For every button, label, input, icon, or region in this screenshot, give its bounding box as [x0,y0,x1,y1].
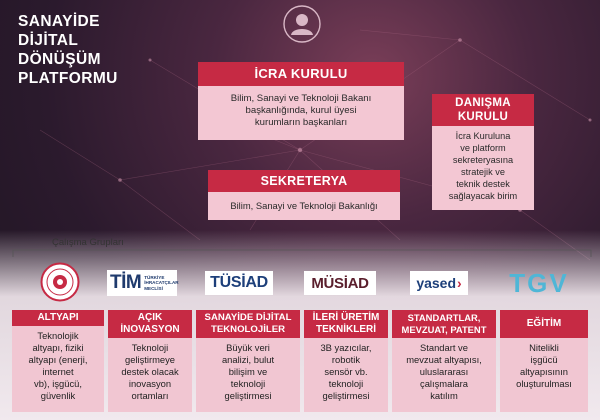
group-card-title: STANDARTLAR, MEVZUAT, PATENT [392,310,496,338]
danisma-kurulu-header: DANIŞMA KURULU [432,94,534,126]
title-line: SANAYİDE [18,13,100,30]
desc-line: Standart ve [420,342,468,353]
desc-line: bilişim ve [228,366,268,377]
desc-line: geliştirmesi [322,390,370,401]
group-card-description: Teknoloji geliştirmeye destek olacak ino… [108,338,192,412]
desc-line: İcra Kuruluna [455,131,511,141]
desc-line: başkanlığında, kurul üyesi [245,105,357,116]
desc-line: Bilim, Sanayi ve Teknoloji Bakanlığı [230,200,378,211]
desc-line: katılım [430,390,458,401]
desc-line: ortamları [131,390,169,401]
desc-line: Büyük veri [226,342,270,353]
danisma-title-line: DANIŞMA [455,97,511,109]
group-card-description: Büyük veri analizi, bulut bilişim ve tek… [196,338,300,412]
group-title-line: SANAYİDE DİJİTAL [204,312,292,323]
yased-logo: yased › [410,271,468,295]
group-title-line: EĞİTİM [526,318,562,329]
tgv-logo-text: TGV [509,267,569,298]
desc-line: sensör vb. [324,366,368,377]
desc-line: Bilim, Sanayi ve Teknoloji Bakanı [230,93,372,104]
sekreterya-title: SEKRETERYA [260,174,348,188]
desc-line: teknoloji [328,378,364,389]
tusiad-logo: TÜSİAD [205,271,273,295]
desc-line: sekreteryasına [452,155,514,165]
group-card-title: EĞİTİM [500,310,588,338]
desc-line: kurumların başkanları [254,117,348,128]
groups-bracket [12,249,592,257]
desc-line: altyapı, fiziki [32,342,84,353]
page-title: SANAYİDE DİJİTAL DÖNÜŞÜM PLATFORMU [18,12,118,88]
group-title-line: STANDARTLAR, [407,312,481,323]
desc-line: analizi, bulut [221,354,275,365]
chevron-right-icon: › [457,275,462,291]
desc-line: teknik destek [456,179,510,189]
tgv-logo: TGV [500,268,578,298]
desc-line: geliştirmesi [224,390,272,401]
desc-line: 3B yazıcılar, [320,342,372,353]
tobb-logo-icon [40,262,80,302]
group-title-line: İLERİ ÜRETİM [312,312,380,323]
yased-logo-text: yased [416,275,457,291]
desc-line: inovasyon [128,378,172,389]
group-title-line: İNOVASYON [120,324,180,335]
musiad-logo-text: MÜSİAD [311,274,369,292]
group-title-line: AÇIK [137,312,163,323]
tim-logo: TİM TÜRKİYE İHRACATÇILAR MECLİSİ [107,270,179,296]
icra-kurulu-title: İCRA KURULU [254,66,348,81]
tim-logo-text: TİM [110,272,142,293]
title-line: DİJİTAL [18,32,79,49]
desc-line: mevzuat altyapısı, [406,354,482,365]
tim-logo-subtitle: TÜRKİYE İHRACATÇILAR MECLİSİ [144,275,178,292]
desc-line: Nitelikli [529,342,559,353]
tim-sub-line: MECLİSİ [144,285,163,291]
sekreterya-description: Bilim, Sanayi ve Teknoloji Bakanlığı [208,192,400,220]
groups-label: Çalışma Grupları [52,237,124,248]
title-line: PLATFORMU [18,70,118,87]
desc-line: destek olacak [121,366,179,377]
group-card-description: Nitelikli işgücü altyapısının oluşturulm… [500,338,588,412]
desc-line: geliştirmeye [124,354,175,365]
group-title-line: ALTYAPI [37,312,79,323]
desc-line: stratejik ve [461,167,505,177]
title-line: DÖNÜŞÜM [18,51,101,68]
desc-line: ve platform [460,143,506,153]
desc-line: işgücü [530,354,558,365]
user-icon [283,5,321,43]
tim-sub-line: TÜRKİYE [144,274,165,280]
group-card-title: AÇIK İNOVASYON [108,310,192,338]
group-card-description: Standart ve mevzuat altyapısı, uluslarar… [392,338,496,412]
desc-line: sağlayacak birim [448,191,518,201]
group-title-line: MEVZUAT, PATENT [401,324,487,335]
desc-line: altyapı (enerji, [28,354,88,365]
group-card-title: İLERİ ÜRETİM TEKNİKLERİ [304,310,388,338]
group-title-line: TEKNİKLERİ [316,324,376,335]
group-card-description: Teknolojik altyapı, fiziki altyapı (ener… [12,326,104,412]
desc-line: çalışmalara [420,378,468,389]
desc-line: internet [42,366,74,377]
musiad-logo: MÜSİAD [304,271,376,295]
desc-line: Teknoloji [131,342,169,353]
desc-line: robotik [331,354,361,365]
icra-kurulu-description: Bilim, Sanayi ve Teknoloji Bakanı başkan… [198,86,404,140]
desc-line: uluslararası [419,366,469,377]
danisma-kurulu-description: İcra Kuruluna ve platform sekreteryasına… [432,126,534,210]
group-card-title: SANAYİDE DİJİTAL TEKNOLOJİLER [196,310,300,338]
group-card-description: 3B yazıcılar, robotik sensör vb. teknolo… [304,338,388,412]
danisma-title-line: KURULU [457,111,509,123]
desc-line: oluşturulması [516,378,572,389]
desc-line: Teknolojik [37,330,79,341]
desc-line: güvenlik [40,390,76,401]
tim-sub-line: İHRACATÇILAR [144,280,179,286]
tusiad-logo-text: TÜSİAD [210,274,268,291]
desc-line: vb), işgücü, [34,378,82,389]
sekreterya-header: SEKRETERYA [208,170,400,192]
desc-line: teknoloji [230,378,266,389]
desc-line: altyapısının [520,366,568,377]
group-card-title: ALTYAPI [12,310,104,326]
group-title-line: TEKNOLOJİLER [210,324,286,335]
icra-kurulu-header: İCRA KURULU [198,62,404,86]
